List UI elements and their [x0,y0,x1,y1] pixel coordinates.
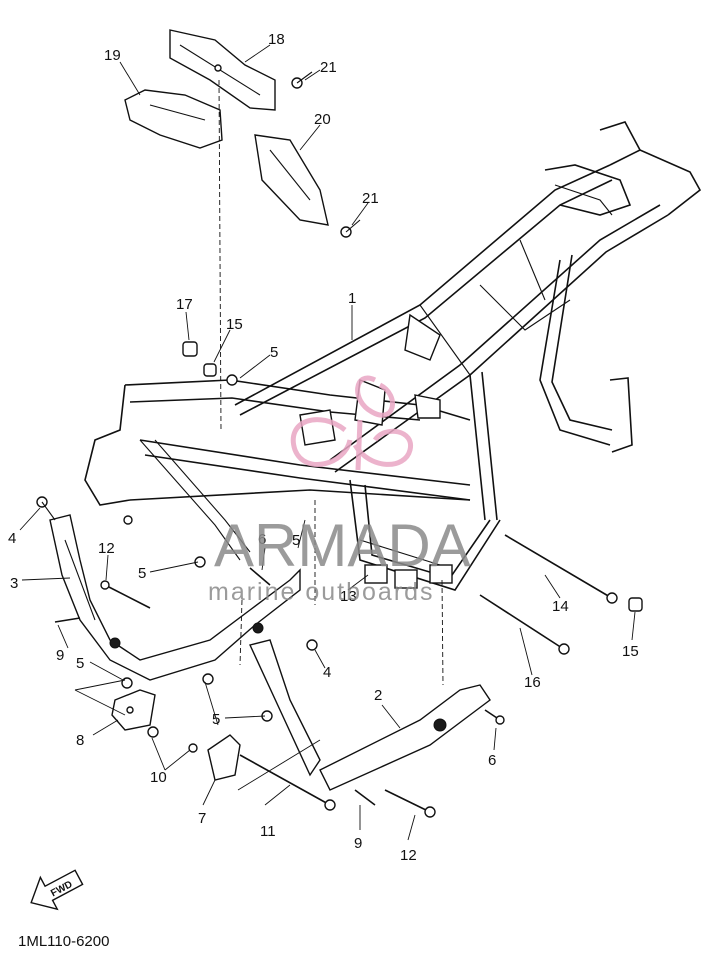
callout-5: 5 [212,711,220,728]
nut-10 [147,726,159,738]
cover-20 [254,134,329,226]
callout-2: 2 [374,687,382,704]
callout-21: 21 [320,59,337,76]
callout-14: 14 [552,598,569,615]
callout-8: 8 [76,732,84,749]
diagram-code: 1ML110-6200 [18,933,109,950]
callout-5: 5 [292,532,300,549]
bracket-8 [111,689,156,731]
callout-10: 10 [150,769,167,786]
cover-18 [169,29,276,111]
callout-17: 17 [176,296,193,313]
link-center [249,622,321,777]
callout-labels: 18 19 21 20 21 1 17 15 5 4 12 3 5 6 5 13… [8,31,639,864]
bracket-7 [207,734,241,781]
bolt-21a [291,71,313,89]
bolt-9b [354,789,376,806]
callout-3: 3 [10,575,18,592]
callout-6: 6 [488,752,496,769]
bracket-3 [49,514,301,681]
callout-16: 16 [524,674,541,691]
bolt-14 [504,534,618,604]
callout-5: 5 [138,565,146,582]
bolt-9a [54,617,81,623]
callout-4: 4 [323,664,331,681]
callout-9: 9 [354,835,362,852]
callout-1: 1 [348,290,356,307]
watermark-brand: ARMADA [214,512,471,579]
fwd-arrow: FWD [30,869,84,911]
callout-15: 15 [226,316,243,333]
bolt-12a [100,580,151,609]
bolt-12b [384,789,436,818]
watermark: ARMADA marine outboards [208,375,471,606]
callout-7: 7 [198,810,206,827]
cover-19 [124,89,223,149]
callout-6: 6 [258,531,266,548]
watermark-tagline: marine outboards [208,578,435,606]
bracket-2 [319,684,491,791]
bolt-5e [123,515,206,568]
leader-lines [19,44,636,841]
nut-5b [121,677,133,689]
callout-13: 13 [340,588,357,605]
callout-4: 4 [8,530,16,547]
callout-5: 5 [270,344,278,361]
bolt-16 [479,594,570,655]
bolt-6b [484,709,505,725]
callout-11: 11 [260,823,276,840]
bolt-11 [239,754,336,811]
callout-21: 21 [362,190,379,207]
callout-18: 18 [268,31,285,48]
callout-20: 20 [314,111,331,128]
arrow-icon [30,869,84,911]
nut-15a [203,363,217,377]
callout-12: 12 [98,540,115,557]
nut-15b [628,597,643,612]
nut-5c [202,673,214,685]
callout-9: 9 [56,647,64,664]
bolt-6a [249,567,271,586]
callout-5: 5 [76,655,84,672]
callout-19: 19 [104,47,121,64]
callout-12: 12 [400,847,417,864]
collar-17 [182,341,198,357]
watermark-logo-icon [290,375,413,471]
bolt-4b [306,639,318,651]
engine-mount-13 [364,564,453,589]
bolt-5a [226,374,238,386]
nut-10b [188,743,198,753]
bolt-4a [36,496,56,521]
bolt-21b [340,219,361,238]
callout-15: 15 [622,643,639,660]
